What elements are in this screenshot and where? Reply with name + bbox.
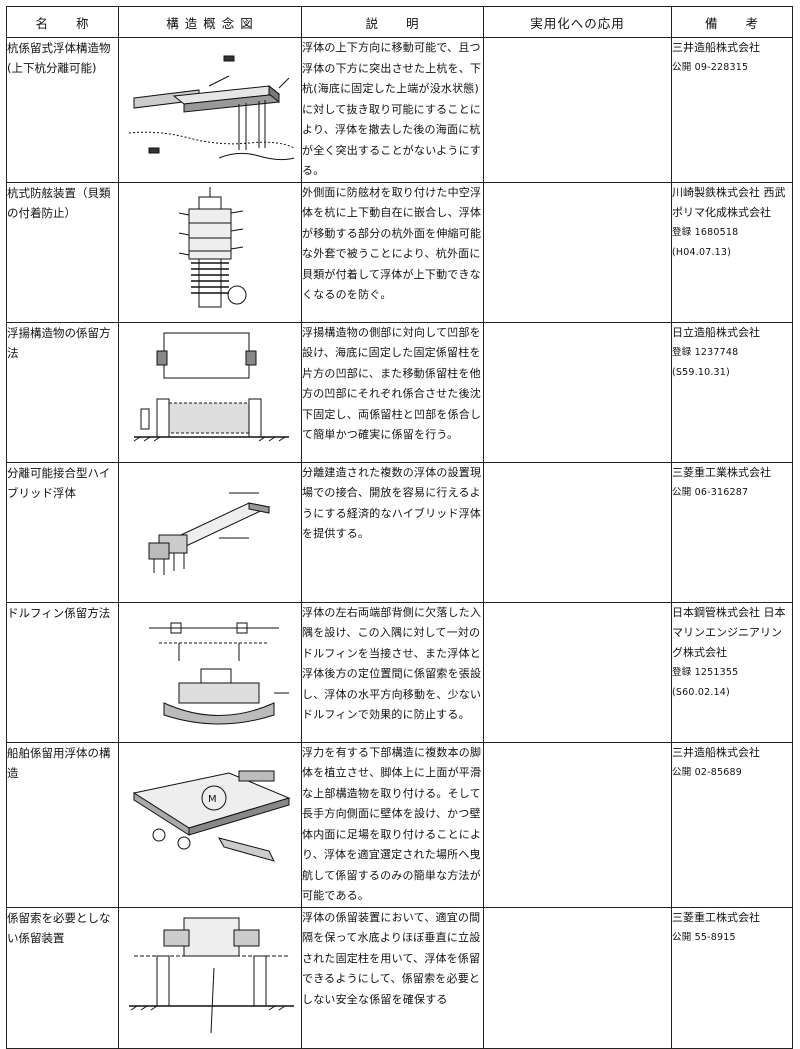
pile-moored-floating-structure-diagram bbox=[128, 55, 295, 161]
registration-number: 公開 02-85689 bbox=[672, 766, 742, 778]
row-description: 分離建造された複数の浮体の設置現場での接合、開放を容易に行えるようにする経済的な… bbox=[301, 461, 484, 603]
row-description: 浮揚構造物の側部に対向して凹部を設け、海底に固定した固定係留柱を片方の凹部に、ま… bbox=[301, 321, 484, 463]
row-name: 係留索を必要としない係留装置 bbox=[6, 906, 119, 1049]
diagram-cell bbox=[118, 461, 302, 603]
table-row: ドルフィン係留方法 浮体の左右両端部背側に欠落 bbox=[6, 601, 793, 743]
diagram-cell bbox=[118, 906, 302, 1049]
registration-number: 公開 55-8915 bbox=[672, 931, 736, 943]
pile-fender-device-diagram bbox=[178, 186, 247, 307]
company-name: 川崎製鉄株式会社 西武ポリマ化成株式会社 bbox=[672, 185, 786, 219]
row-name: 浮揚構造物の係留方法 bbox=[6, 321, 119, 463]
row-name: 杭式防舷装置（貝類の付着防止） bbox=[6, 181, 119, 323]
registration-number: 登録 1680518 bbox=[672, 226, 739, 238]
diagram-cell bbox=[118, 181, 302, 323]
row-description: 外側面に防舷材を取り付けた中空浮体を杭に上下動自在に嵌合し、浮体が移動する部分の… bbox=[301, 181, 484, 323]
row-name: ドルフィン係留方法 bbox=[6, 601, 119, 743]
patent-table: 名 称 構 造 概 念 図 説 明 実用化への応用 備 考 杭係留式浮体構造物(… bbox=[6, 6, 793, 1049]
row-application bbox=[483, 321, 672, 463]
registration-date: (S60.02.14) bbox=[672, 686, 730, 698]
table-row: 分離可能接合型ハイブリッド浮体 分離建造された複数の浮体の設置現場での接 bbox=[6, 461, 793, 603]
row-application bbox=[483, 461, 672, 603]
company-name: 三菱重工株式会社 bbox=[672, 910, 760, 924]
header-application: 実用化への応用 bbox=[483, 6, 672, 38]
header-diagram: 構 造 概 念 図 bbox=[118, 6, 302, 38]
registration-number: 登録 1237748 bbox=[672, 346, 739, 358]
row-remarks: 日立造船株式会社 登録 1237748 (S59.10.31) bbox=[671, 321, 793, 463]
diagram-cell bbox=[118, 37, 302, 183]
row-name: 分離可能接合型ハイブリッド浮体 bbox=[6, 461, 119, 603]
row-description: 浮体の上下方向に移動可能で、且つ浮体の下方に突出させた上杭を、下杭(海底に固定し… bbox=[301, 37, 484, 183]
header-description: 説 明 bbox=[301, 6, 484, 38]
svg-text:M: M bbox=[208, 794, 217, 805]
table-row: 係留索を必要としない係留装置 浮体の係留装置に bbox=[6, 906, 793, 1049]
company-name: 三井造船株式会社 bbox=[672, 41, 760, 54]
company-name: 日立造船株式会社 bbox=[672, 325, 760, 339]
registration-number: 公開 06-316287 bbox=[672, 486, 749, 498]
registration-number: 登録 1251355 bbox=[672, 666, 739, 678]
table-row: 船舶係留用浮体の構造 M 浮力を有する下部構造に複数本の脚体を植立させ、脚 bbox=[6, 741, 793, 908]
row-application bbox=[483, 181, 672, 323]
row-description: 浮体の左右両端部背側に欠落した入隅を設け、この入隅に対して一対のドルフィンを当接… bbox=[301, 601, 484, 743]
table-row: 杭式防舷装置（貝類の付着防止） 外側面に防舷材を取り付けた中空浮体を杭に bbox=[6, 181, 793, 323]
row-name: 杭係留式浮体構造物(上下杭分離可能) bbox=[6, 37, 119, 183]
row-description: 浮力を有する下部構造に複数本の脚体を植立させ、脚体上に上面が平滑な上部構造物を取… bbox=[301, 741, 484, 908]
header-remarks: 備 考 bbox=[671, 6, 793, 38]
header-name: 名 称 bbox=[6, 6, 119, 38]
row-remarks: 三菱重工株式会社 公開 55-8915 bbox=[671, 906, 793, 1049]
dolphin-mooring-diagram bbox=[149, 622, 289, 724]
row-application bbox=[483, 906, 672, 1049]
company-name: 三菱重工業株式会社 bbox=[672, 465, 771, 479]
row-application bbox=[483, 741, 672, 908]
table-row: 浮揚構造物の係留方法 浮揚構造物の側部に対向し bbox=[6, 321, 793, 463]
table-row: 杭係留式浮体構造物(上下杭分離可能) bbox=[6, 37, 793, 183]
row-remarks: 三井造船株式会社 公開 02-85689 bbox=[671, 741, 793, 908]
floating-structure-mooring-diagram bbox=[133, 332, 289, 441]
row-remarks: 川崎製鉄株式会社 西武ポリマ化成株式会社 登録 1680518 (H04.07.… bbox=[671, 181, 793, 323]
row-description: 浮体の係留装置において、適宜の間隔を保って水底よりほぼ垂直に立設された固定柱を用… bbox=[301, 906, 484, 1049]
row-remarks: 三井造船株式会社 公開 09-228315 bbox=[671, 37, 793, 183]
diagram-cell bbox=[118, 601, 302, 743]
diagram-cell: M bbox=[118, 741, 302, 908]
ship-mooring-floating-body-diagram: M bbox=[132, 770, 291, 862]
row-remarks: 三菱重工業株式会社 公開 06-316287 bbox=[671, 461, 793, 603]
row-name: 船舶係留用浮体の構造 bbox=[6, 741, 119, 908]
mooring-without-lines-diagram bbox=[129, 917, 294, 1033]
registration-number: 公開 09-228315 bbox=[672, 62, 749, 73]
hybrid-floating-body-diagram bbox=[148, 492, 271, 575]
row-remarks: 日本鋼管株式会社 日本マリンエンジニアリング株式会社 登録 1251355 (S… bbox=[671, 601, 793, 743]
row-application bbox=[483, 37, 672, 183]
registration-date: (S59.10.31) bbox=[672, 366, 730, 378]
diagram-cell bbox=[118, 321, 302, 463]
company-name: 三井造船株式会社 bbox=[672, 745, 760, 759]
header-row: 名 称 構 造 概 念 図 説 明 実用化への応用 備 考 bbox=[6, 6, 793, 38]
registration-date: (H04.07.13) bbox=[672, 246, 732, 258]
company-name: 日本鋼管株式会社 日本マリンエンジニアリング株式会社 bbox=[672, 605, 786, 659]
row-application bbox=[483, 601, 672, 743]
